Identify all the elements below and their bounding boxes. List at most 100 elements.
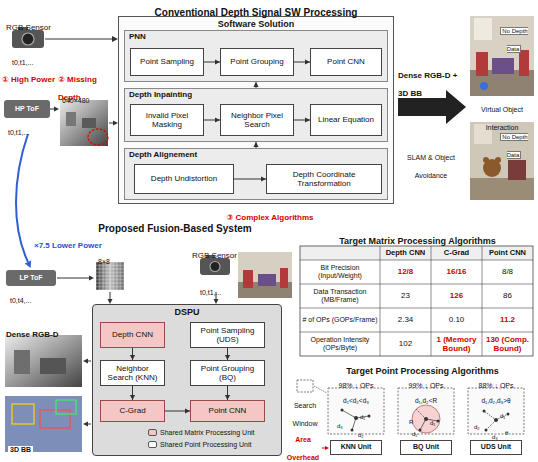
point-unit-box: Point Grouping (BQ) [190,360,265,386]
text-label: 8×8 [98,258,110,265]
node-title: Depth Coordinate Transformation [270,170,378,188]
variable-label: d₃ [337,423,343,429]
ar-scene-image [470,16,534,96]
node-title: PNN [129,32,383,41]
table-cell: 130 (Comp. Bound) [484,335,531,353]
text-label: t0,t1,... [8,129,29,136]
signal-arrow [50,107,59,112]
section-title: Conventional Depth Signal SW Processing [155,7,358,18]
software-solution-box: Software SolutionPNN Point Sampling Point … [118,16,394,204]
formula-label: d₁<d₂<d₃ [343,397,369,404]
table-row-header: Data Transaction (MB/Frame) [302,288,378,304]
text-label: t0,t4,... [10,297,31,304]
node-title: Neighbor Search (KNN) [104,364,161,382]
variable-label: d₂ [358,432,364,438]
tof-sensor-icon [4,100,50,118]
search-window-figure [297,380,524,434]
table-cell: 12/8 [398,267,414,276]
text-label: 640×480 [62,97,89,104]
tof-sensor-icon [6,270,56,286]
variable-label: d₁ [430,420,435,426]
dense-depth-image [5,335,82,387]
matrix-unit-box: Depth CNN [100,322,165,348]
legend-swatch [148,441,157,448]
power-reduction-arrow [16,134,31,268]
node-title: Software Solution [119,19,393,29]
signal-arrow [109,121,118,126]
variable-label: d₁ [500,413,505,419]
text-label: 98% ↓ OPs [338,382,373,389]
variable-label: d₂ [412,431,418,437]
node-title: Linear Equation [318,115,374,124]
section-title: Target Matrix Processing Algorithms [339,236,496,246]
variable-label: d₁ [360,414,365,420]
node-title: Point Grouping (BQ) [194,364,261,382]
section-title: Target Point Processing Algorithms [346,366,499,376]
node-title: Point Sampling [140,57,194,66]
text-label: t0,t1,... [12,59,33,66]
process-box: Depth Coordinate Transformation [266,164,382,194]
table-column-header: Point CNN [489,249,526,258]
table-cell: 23 [401,291,410,300]
device-label: HP ToF [15,105,39,113]
matrix-unit-box: Point CNN [190,400,265,422]
variable-label: d₂ [474,424,480,430]
bounding-box-image [5,396,82,452]
legend-swatch [148,429,157,436]
table-grid [300,246,533,356]
note-bubble: No Depth Data [500,27,527,53]
table-column-header: C-Grad [444,249,469,258]
node-title: Depth Alignement [129,150,383,159]
process-box: Point Grouping [220,48,294,76]
image-label: 3D BB [8,446,33,453]
matrix-unit-box: C-Grad [100,400,165,422]
process-box: Neighbor Pixel Search [220,104,294,136]
variable-label: R [409,419,413,425]
table-cell: 102 [399,339,412,348]
hardware-unit-box: KNN Unit [330,440,382,455]
note-bubble: No Depth Data [500,133,527,159]
process-box: Depth Undistortion [134,164,234,194]
process-box: Linear Equation [310,104,382,136]
process-box: Point Sampling [130,48,204,76]
table-row-header: Bit Precision (Input/Weight) [302,264,378,280]
point-unit-box: Point Sampling (UDS) [190,322,265,348]
node-title: Point CNN [327,57,365,66]
point-unit-box: Neighbor Search (KNN) [100,360,165,386]
rgb-frame-image [238,252,292,298]
overhead-arrow [322,446,329,450]
depth-map-image [60,100,108,146]
section-title: Proposed Fusion-Based System [98,223,251,234]
output-label: Dense RGB-D [6,330,58,339]
node-title: KNN Unit [341,443,372,451]
node-title: DSPU [93,307,281,317]
signal-arrow [57,276,94,281]
device-label: LP ToF [19,274,42,282]
table-row-header: Operation Intensity (OPs/Byte) [302,336,378,352]
table-cell: 1 (Memory Bound) [433,335,480,353]
table-cell: 8/8 [502,267,513,276]
node-title: Depth Undistortion [151,174,217,183]
node-title: Neighbor Pixel Search [224,111,290,129]
formula-label: d₁,d₂<R [415,397,437,404]
text-label: 88% ↓ OPs [478,382,513,389]
legend-text: Shared Matrix Processing Unit [160,429,255,436]
formula-label: d₁,d₂,d₃>θ [481,397,510,404]
algorithm-group-box: PNN Point Sampling Point Grouping Point CNN [124,30,388,82]
callout-label: ③ Complex Algorithms [227,213,314,222]
node-title: Point Sampling (UDS) [194,326,261,344]
node-title: C-Grad [119,406,145,415]
signal-arrow [45,36,118,42]
table-cell: 11.2 [500,315,515,324]
output-label: Dense RGB-D + 3D BB [398,71,457,98]
table-cell: 126 [450,291,463,300]
hardware-unit-box: UDS Unit [470,440,522,455]
callout-label: Area Overhead [287,436,319,461]
table-cell: 16/16 [446,267,466,276]
callout-label: ×7.5 Lower Power [34,241,102,250]
table-cell: 86 [503,291,512,300]
variable-label: θ [505,430,508,436]
hardware-unit-box: BQ Unit [400,440,452,455]
legend-text: Shared Point Processing Unit [160,441,251,448]
node-title: Point Grouping [230,57,283,66]
